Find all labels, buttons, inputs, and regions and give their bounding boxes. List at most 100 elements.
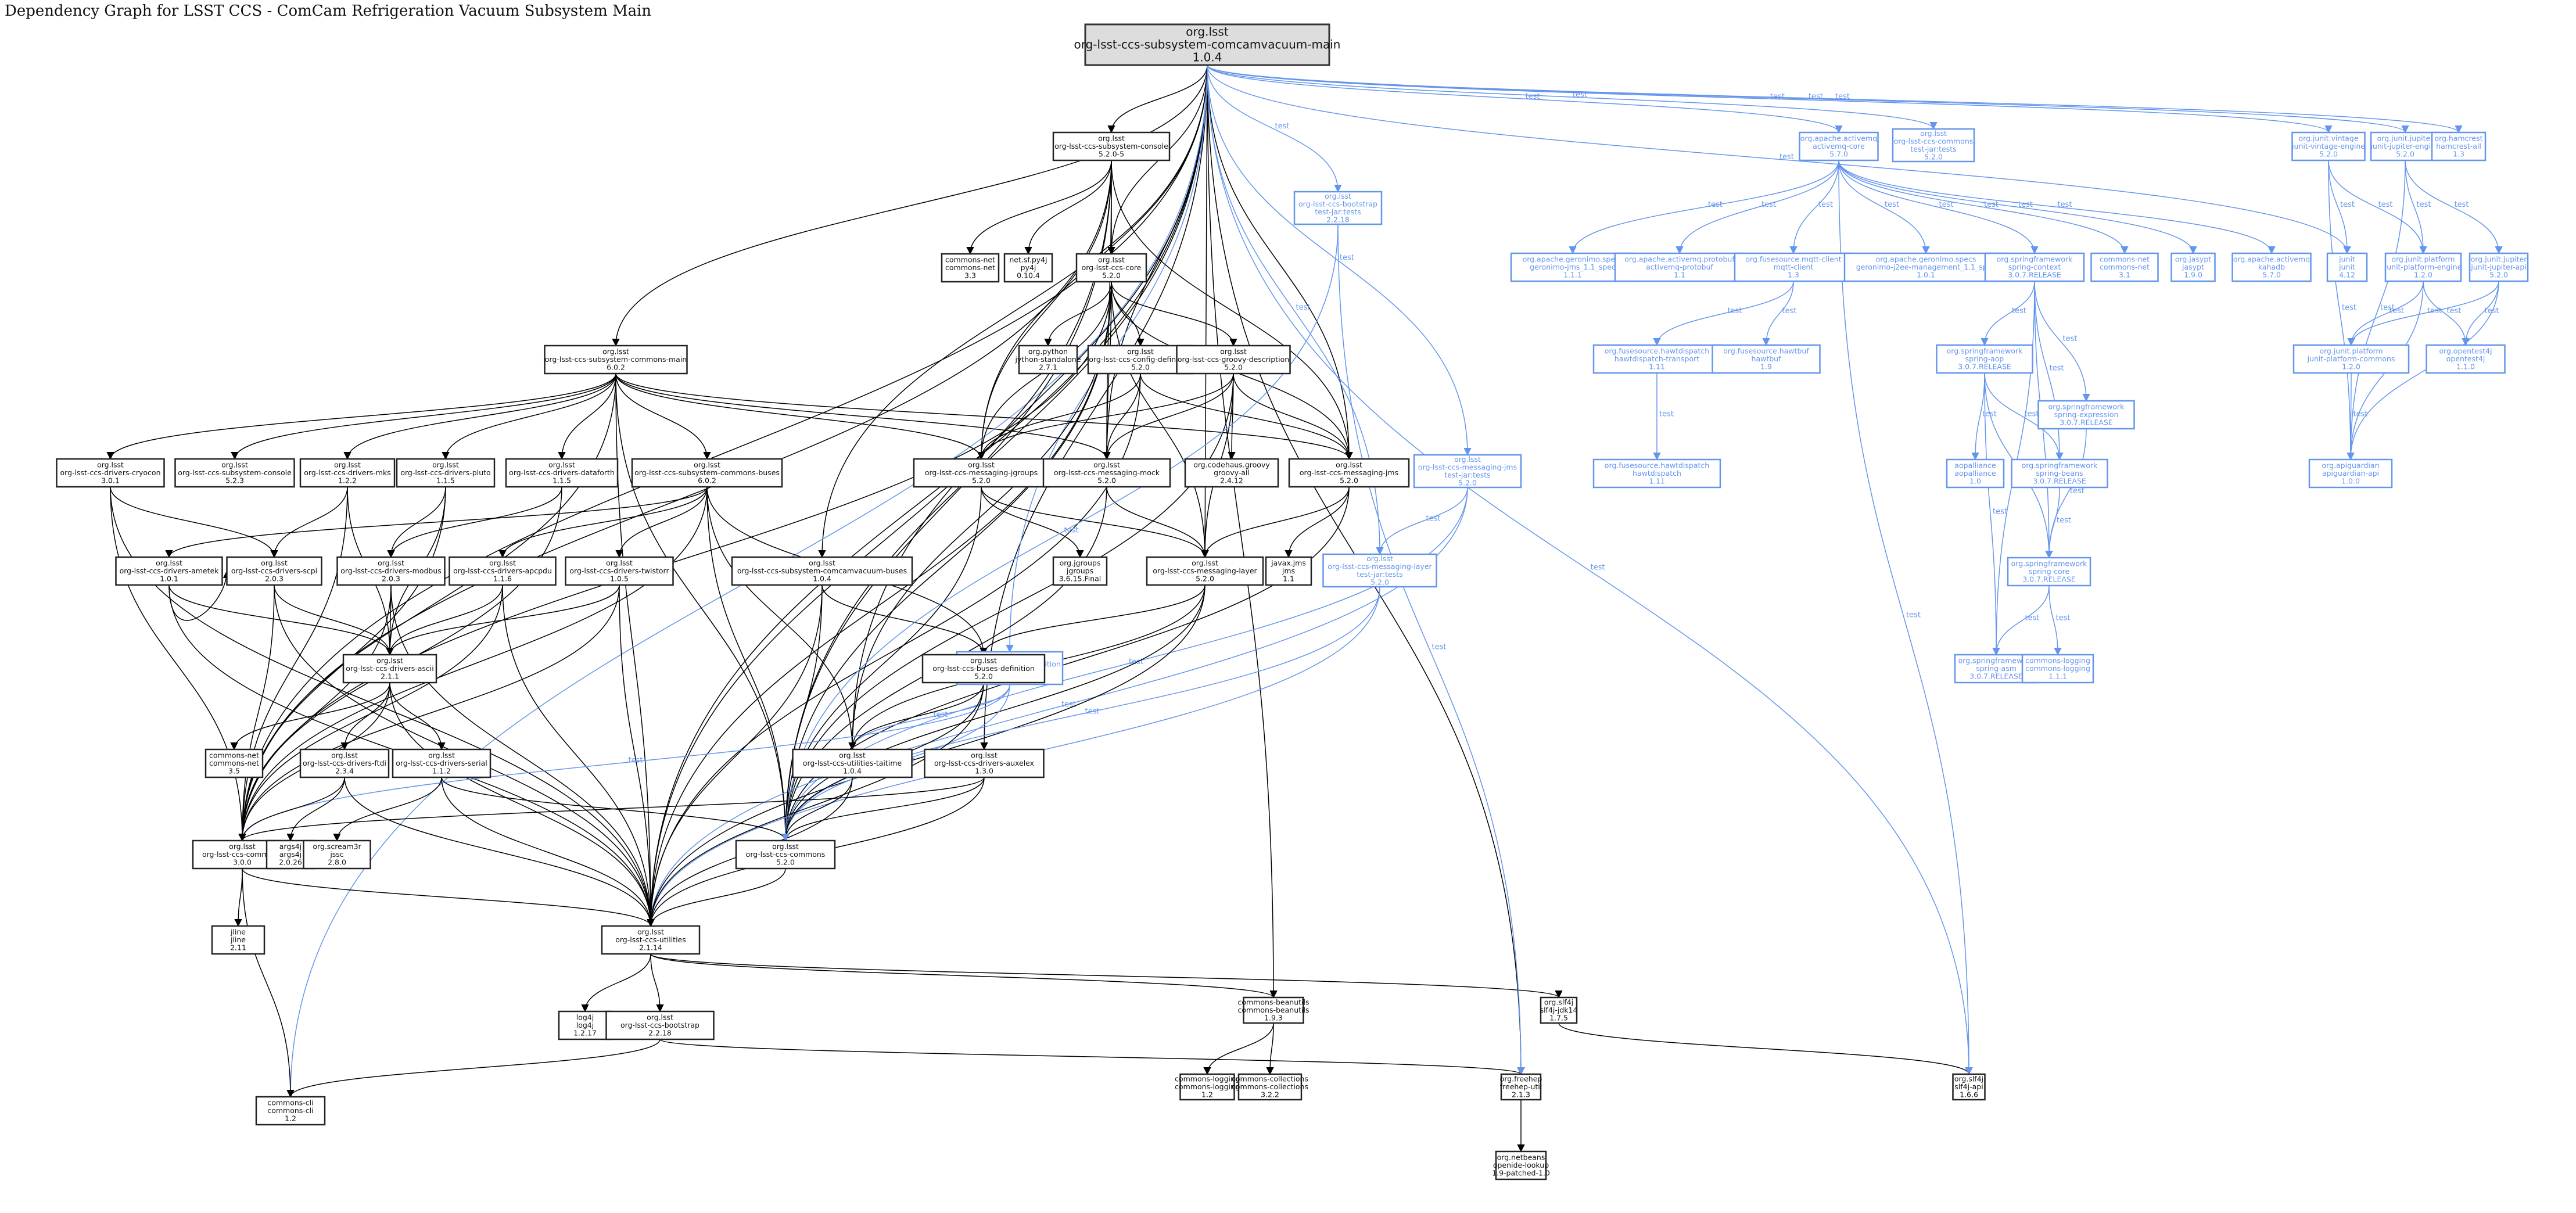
node-commons-main[interactable]: org.lsstorg-lsst-ccs-subsystem-commons-m… — [544, 344, 688, 375]
node-spring-expression[interactable]: org.springframeworkspring-expression3.0.… — [2037, 400, 2135, 430]
node-commons-collections[interactable]: commons-collectionscommons-collections3.… — [1232, 1073, 1308, 1101]
node-comcam-buses[interactable]: org.lsstorg-lsst-ccs-subsystem-comcamvac… — [731, 556, 913, 586]
node-artifact-id: spring-beans — [2036, 469, 2083, 478]
dependency-edge — [1106, 486, 1209, 558]
node-hawtdispatch[interactable]: org.fusesource.hawtdispatchhawtdispatch1… — [1592, 458, 1721, 489]
node-auxelex[interactable]: org.lsstorg-lsst-ccs-drivers-auxelex1.3.… — [924, 748, 1045, 778]
node-artifact-id: org-lsst-ccs-subsystem-commons-main — [545, 355, 687, 364]
node-junit-vintage[interactable]: org.junit.vintagejunit-vintage-engine5.2… — [2291, 131, 2366, 162]
dependency-edge — [781, 64, 1208, 842]
node-activemq-protobuf[interactable]: org.apache.activemq.protobufactivemq-pro… — [1614, 252, 1745, 282]
node-twistorr[interactable]: org.lsstorg-lsst-ccs-drivers-twistorr1.0… — [565, 556, 674, 586]
node-commons-tests[interactable]: org.lsstorg-lsst-ccs-commonstest-jar:tes… — [1892, 128, 1975, 163]
dependency-edge — [615, 373, 790, 842]
node-config-def[interactable]: org.lsstorg-lsst-ccs-config-definition5.… — [1087, 344, 1194, 375]
node-jgroups-msg[interactable]: org.lsstorg-lsst-ccs-messaging-jgroups5.… — [913, 458, 1050, 488]
dependency-edge — [238, 584, 275, 842]
node-taitime[interactable]: org.lsstorg-lsst-ccs-utilities-taitime1.… — [792, 748, 913, 778]
node-artifact-id: org-lsst-ccs-drivers-auxelex — [934, 759, 1034, 767]
node-msg-layer[interactable]: org.lsstorg-lsst-ccs-messaging-layer5.2.… — [1146, 556, 1264, 586]
node-console-523[interactable]: org.lsstorg-lsst-ccs-subsystem-console5.… — [174, 458, 295, 488]
node-dataforth[interactable]: org.lsstorg-lsst-ccs-drivers-dataforth1.… — [505, 458, 619, 488]
node-version: 3.2.2 — [1261, 1090, 1279, 1099]
node-cryocon[interactable]: org.lsstorg-lsst-ccs-drivers-cryocon3.0.… — [56, 458, 165, 488]
node-geronimo-j2ee[interactable]: org.apache.geronimo.specsgeronimo-j2ee-m… — [1843, 252, 2008, 282]
node-artifact-id: org-lsst-ccs-command — [202, 850, 282, 859]
node-box — [924, 748, 1045, 778]
node-layer-tests[interactable]: org.lsstorg-lsst-ccs-messaging-layertest… — [1322, 553, 1437, 588]
node-junit-platform-commons[interactable]: org.junit.platformjunit-platform-commons… — [2292, 344, 2410, 374]
node-junit-platform-engine[interactable]: org.junit.platformjunit-platform-engine1… — [2384, 252, 2462, 282]
node-spring-context[interactable]: org.springframeworkspring-context3.0.7.R… — [1984, 252, 2085, 282]
node-commons-buses[interactable]: org.lsstorg-lsst-ccs-subsystem-commons-b… — [631, 458, 783, 488]
node-jms-tests[interactable]: org.lsstorg-lsst-ccs-messaging-jmstest-j… — [1413, 454, 1522, 489]
node-root[interactable]: org.lsstorg-lsst-ccs-subsystem-comcamvac… — [1074, 23, 1341, 66]
node-spring-aop[interactable]: org.springframeworkspring-aop3.0.7.RELEA… — [1936, 344, 2033, 374]
node-box — [1952, 1073, 1986, 1101]
node-box — [1614, 252, 1745, 282]
node-box — [255, 1096, 326, 1126]
node-bootstrap-tests[interactable]: org.lsstorg-lsst-ccs-bootstraptest-jar:t… — [1293, 191, 1383, 225]
node-buses-def[interactable]: org.lsstorg-lsst-ccs-buses-definition5.2… — [921, 654, 1046, 684]
node-spring-beans[interactable]: org.springframeworkspring-beans3.0.7.REL… — [2011, 458, 2108, 489]
test-dependency-edge — [2328, 160, 2355, 461]
node-subsys-console[interactable]: org.lsstorg-lsst-ccs-subsystem-console5.… — [1052, 131, 1171, 162]
node-junit-jupiter-engine[interactable]: org.junit.jupiterjunit-jupiter-engine5.2… — [2370, 131, 2441, 162]
dependency-edge — [168, 584, 394, 656]
node-artifact-id: spring-asm — [1976, 664, 2017, 673]
node-hawtdispatch-transport[interactable]: org.fusesource.hawtdispatchhawtdispatch-… — [1592, 344, 1721, 374]
node-geronimo-jms[interactable]: org.apache.geronimo.specsgeronimo-jms_1.… — [1510, 252, 1635, 282]
node-box — [56, 458, 165, 488]
node-groovy-desc[interactable]: org.lsstorg-lsst-ccs-groovy-description5… — [1176, 344, 1291, 375]
node-spring-asm[interactable]: org.springframeworkspring-asm3.0.7.RELEA… — [1954, 654, 2039, 684]
test-dependency-edge — [1207, 64, 2333, 134]
node-spring-core[interactable]: org.springframeworkspring-core3.0.7.RELE… — [2007, 557, 2091, 587]
node-openide[interactable]: org.netbeansopenide-lookup1.9-patched-1.… — [1492, 1150, 1550, 1180]
node-group-id: org.springframework — [1947, 347, 2023, 356]
